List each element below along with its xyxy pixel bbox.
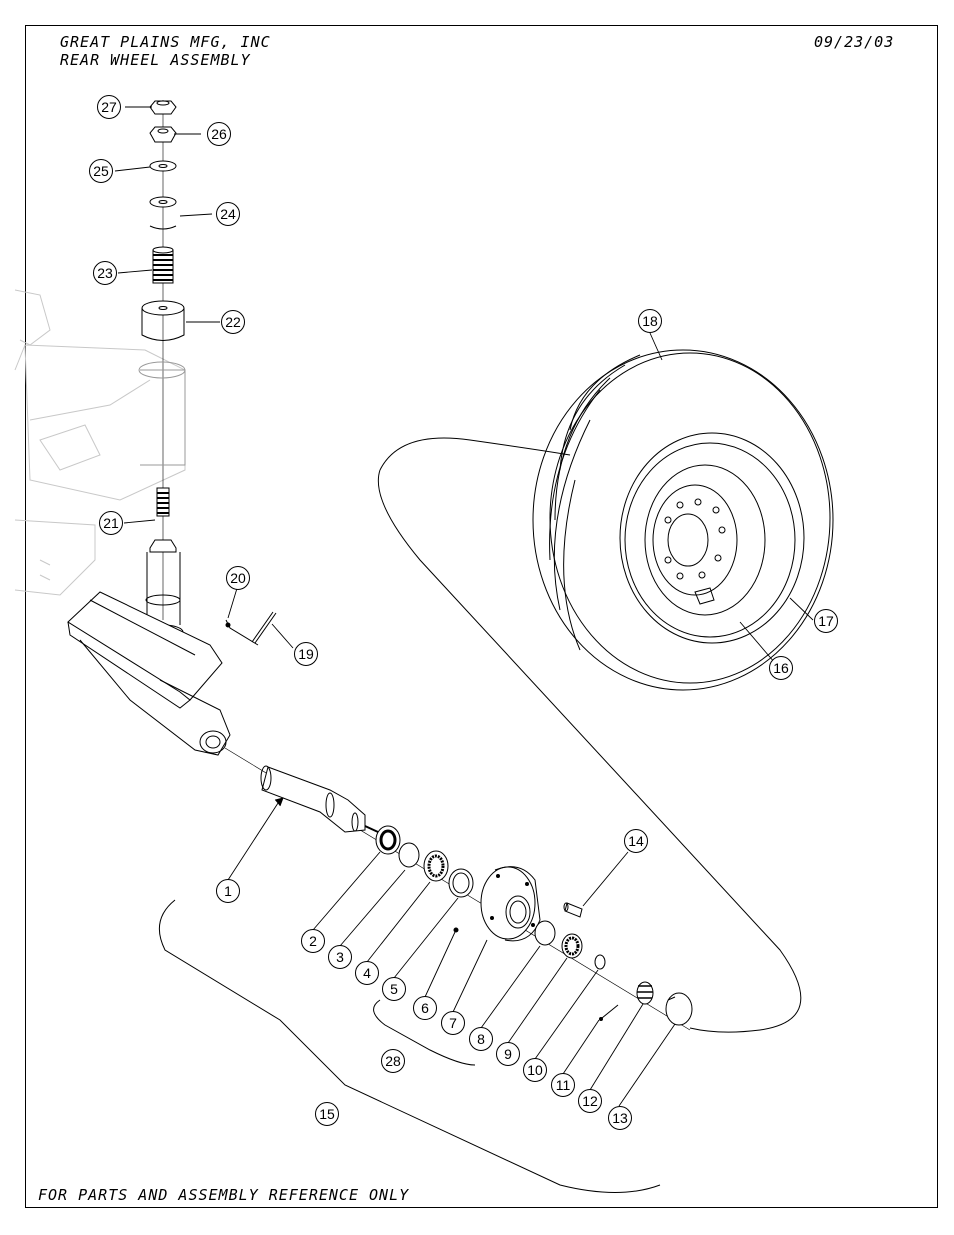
- callout-24: 24: [217, 203, 240, 226]
- callout-15: 15: [316, 1103, 339, 1126]
- callout-20: 20: [227, 567, 250, 590]
- part-25-washer: [150, 161, 176, 171]
- part-20-cotter: [226, 620, 258, 645]
- callout-5: 5: [383, 978, 406, 1001]
- callout-number: 18: [642, 313, 658, 329]
- part-9-bearing: [562, 934, 582, 958]
- callout-13: 13: [609, 1107, 632, 1130]
- part-2-seal: [376, 826, 400, 854]
- callout-number: 9: [504, 1046, 512, 1062]
- callout-number: 28: [385, 1053, 401, 1069]
- part-5-race: [449, 869, 473, 897]
- callout-number: 8: [477, 1031, 485, 1047]
- callout-number: 5: [390, 981, 398, 997]
- callout-number: 23: [97, 265, 113, 281]
- callout-number: 25: [93, 163, 109, 179]
- part-23-bushing: [153, 247, 173, 283]
- part-3-race: [399, 843, 419, 867]
- callout-28: 28: [382, 1050, 405, 1073]
- callout-number: 4: [363, 965, 371, 981]
- callout-number: 10: [527, 1062, 543, 1078]
- callout-3: 3: [329, 946, 352, 969]
- callout-7: 7: [442, 1012, 465, 1035]
- callout-16: 16: [770, 657, 793, 680]
- callout-number: 13: [612, 1110, 628, 1126]
- part-7-hub: [481, 867, 540, 941]
- callout-number: 14: [628, 833, 644, 849]
- callout-number: 1: [224, 883, 232, 899]
- part-4-bearing: [424, 851, 448, 881]
- part-21-zerk: [157, 488, 169, 516]
- callout-2: 2: [302, 930, 325, 953]
- callout-number: 22: [225, 314, 241, 330]
- callout-18: 18: [639, 310, 662, 333]
- callout-8: 8: [470, 1028, 493, 1051]
- callout-number: 6: [421, 1000, 429, 1016]
- callout-number: 3: [336, 949, 344, 965]
- callout-number: 26: [211, 126, 227, 142]
- callout-number: 27: [101, 99, 117, 115]
- part-26-nut: [150, 127, 176, 142]
- callout-26: 26: [208, 123, 231, 146]
- callout-number: 19: [298, 646, 314, 662]
- callout-21: 21: [100, 512, 123, 535]
- callout-19: 19: [295, 643, 318, 666]
- callout-number: 21: [103, 515, 119, 531]
- wheel-arm: [68, 592, 230, 755]
- callout-number: 12: [582, 1093, 598, 1109]
- part-11-cotter: [602, 1005, 618, 1018]
- callout-number: 7: [449, 1015, 457, 1031]
- callout-10: 10: [524, 1059, 547, 1082]
- part-24-washer: [150, 197, 176, 207]
- part-18-tire: [533, 350, 833, 690]
- callout-number: 20: [230, 570, 246, 586]
- callout-12: 12: [579, 1090, 602, 1113]
- callout-14: 14: [625, 830, 648, 853]
- callout-23: 23: [94, 262, 117, 285]
- part-10-washer: [595, 955, 605, 969]
- callout-number: 24: [220, 206, 236, 222]
- callout-11: 11: [552, 1074, 575, 1097]
- callout-number: 15: [319, 1106, 335, 1122]
- part-8-race: [535, 921, 555, 945]
- part-14-bolt: [564, 903, 582, 917]
- callout-22: 22: [222, 311, 245, 334]
- callout-9: 9: [497, 1043, 520, 1066]
- callout-number: 11: [556, 1077, 571, 1093]
- pivot-housing: [139, 362, 185, 465]
- callout-number: 17: [818, 613, 834, 629]
- part-19-pin: [252, 612, 276, 643]
- callout-17: 17: [815, 610, 838, 633]
- part-13-dust-cap: [666, 993, 692, 1025]
- part-6-zerk: [454, 928, 458, 932]
- bracket-15: [159, 900, 660, 1193]
- callout-1: 1: [217, 880, 240, 903]
- callout-25: 25: [90, 160, 113, 183]
- callout-number: 2: [309, 933, 317, 949]
- callout-number: 16: [773, 660, 789, 676]
- callout-27: 27: [98, 96, 121, 119]
- part-27-nut: [150, 101, 176, 114]
- callout-6: 6: [414, 997, 437, 1020]
- callout-4: 4: [356, 962, 379, 985]
- part-12-castle-nut: [637, 982, 653, 1004]
